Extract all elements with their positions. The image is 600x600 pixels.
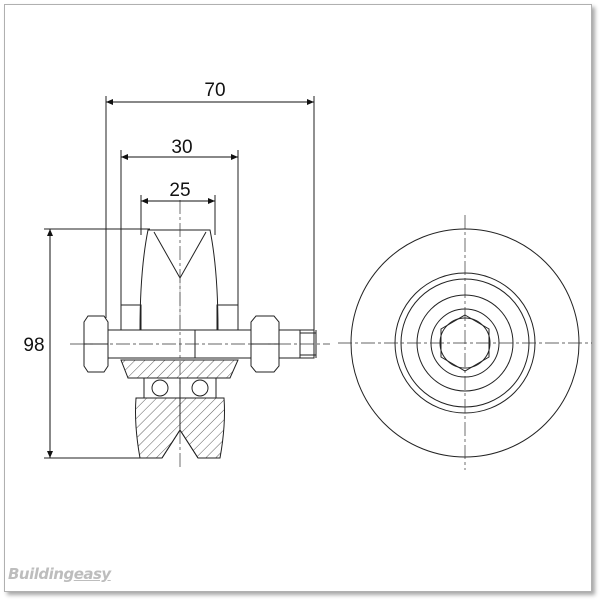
dimension-lines <box>47 99 314 458</box>
dimension-98-label: 98 <box>23 335 44 356</box>
bearing-ball-left <box>151 379 169 397</box>
dimension-30-label: 30 <box>171 137 192 158</box>
bearing-ball-right <box>191 379 209 397</box>
spacer-left <box>120 304 142 331</box>
dimension-70-label: 70 <box>204 80 225 101</box>
brand-logo-part2: easy <box>73 565 112 583</box>
wheel-section-left <box>135 397 181 459</box>
brand-logo: Buildingeasy <box>8 565 111 583</box>
wheel-upper-body <box>139 229 219 331</box>
hub-section <box>120 359 239 379</box>
brand-logo-part1: Building <box>8 565 74 583</box>
side-view <box>44 96 330 470</box>
wheel-section-right <box>179 397 225 459</box>
front-view <box>338 215 592 470</box>
dimension-25-label: 25 <box>169 180 190 201</box>
spacer-right <box>216 304 239 331</box>
